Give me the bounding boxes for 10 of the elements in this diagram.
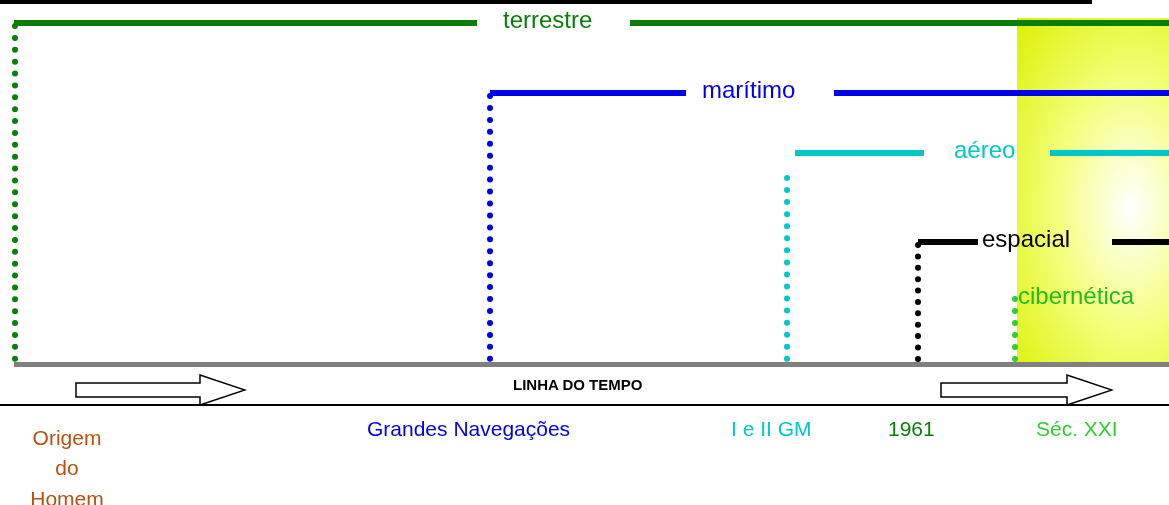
period-label: I e II GM xyxy=(731,417,812,441)
period-label: 1961 xyxy=(888,417,935,441)
era-label: marítimo xyxy=(702,77,796,104)
period-label: Séc. XXI xyxy=(1036,417,1118,441)
era-label: espacial xyxy=(982,226,1071,253)
era-label: cibernética xyxy=(1018,283,1135,310)
axis-title: LINHA DO TEMPO xyxy=(513,377,643,394)
era-label: aéreo xyxy=(954,137,1016,164)
era-label: terrestre xyxy=(503,7,593,34)
period-label: Grandes Navegações xyxy=(367,417,571,441)
